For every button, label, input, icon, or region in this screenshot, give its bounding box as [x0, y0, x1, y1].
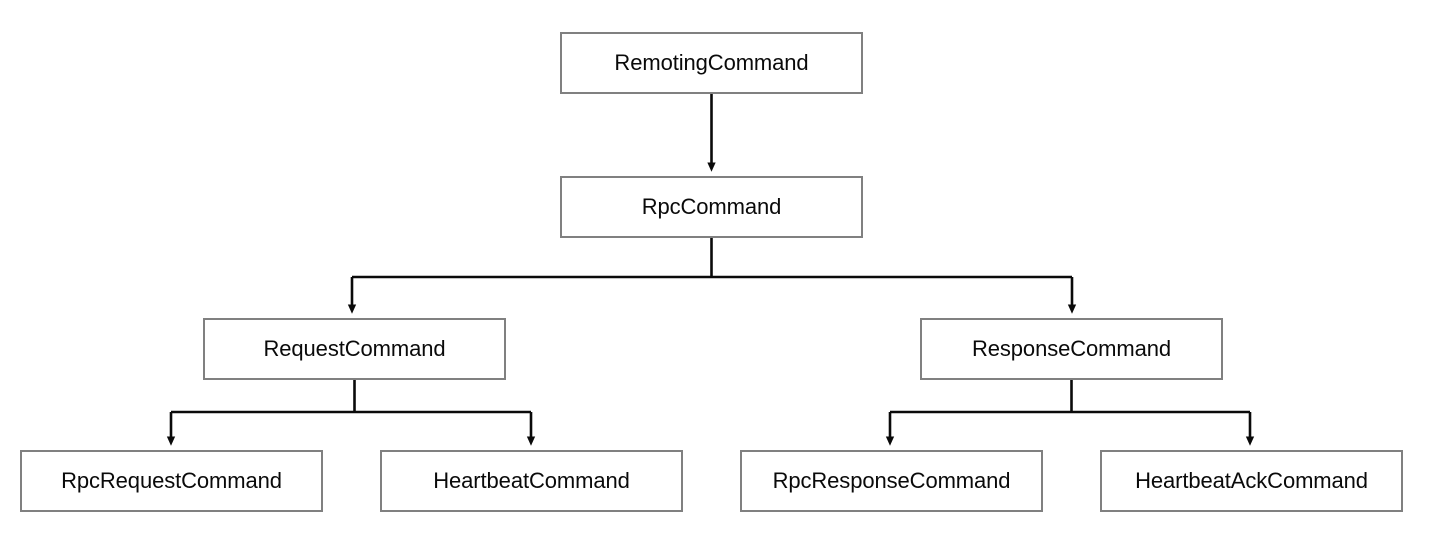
node-heartbeat-ack-command[interactable]: HeartbeatAckCommand: [1100, 450, 1403, 512]
node-label: RpcCommand: [641, 194, 782, 219]
node-rpc-command[interactable]: RpcCommand: [560, 176, 863, 238]
node-rpc-response-command[interactable]: RpcResponseCommand: [740, 450, 1043, 512]
node-remoting-command[interactable]: RemotingCommand: [560, 32, 863, 94]
node-request-command[interactable]: RequestCommand: [203, 318, 506, 380]
node-label: RemotingCommand: [614, 50, 809, 75]
node-label: ResponseCommand: [971, 336, 1172, 361]
node-label: RpcRequestCommand: [61, 468, 282, 493]
node-label: HeartbeatCommand: [433, 468, 630, 493]
node-label: RpcResponseCommand: [772, 468, 1011, 493]
node-response-command[interactable]: ResponseCommand: [920, 318, 1223, 380]
node-label: RequestCommand: [263, 336, 446, 361]
node-rpc-request-command[interactable]: RpcRequestCommand: [20, 450, 323, 512]
node-label: HeartbeatAckCommand: [1135, 468, 1368, 493]
node-heartbeat-command[interactable]: HeartbeatCommand: [380, 450, 683, 512]
